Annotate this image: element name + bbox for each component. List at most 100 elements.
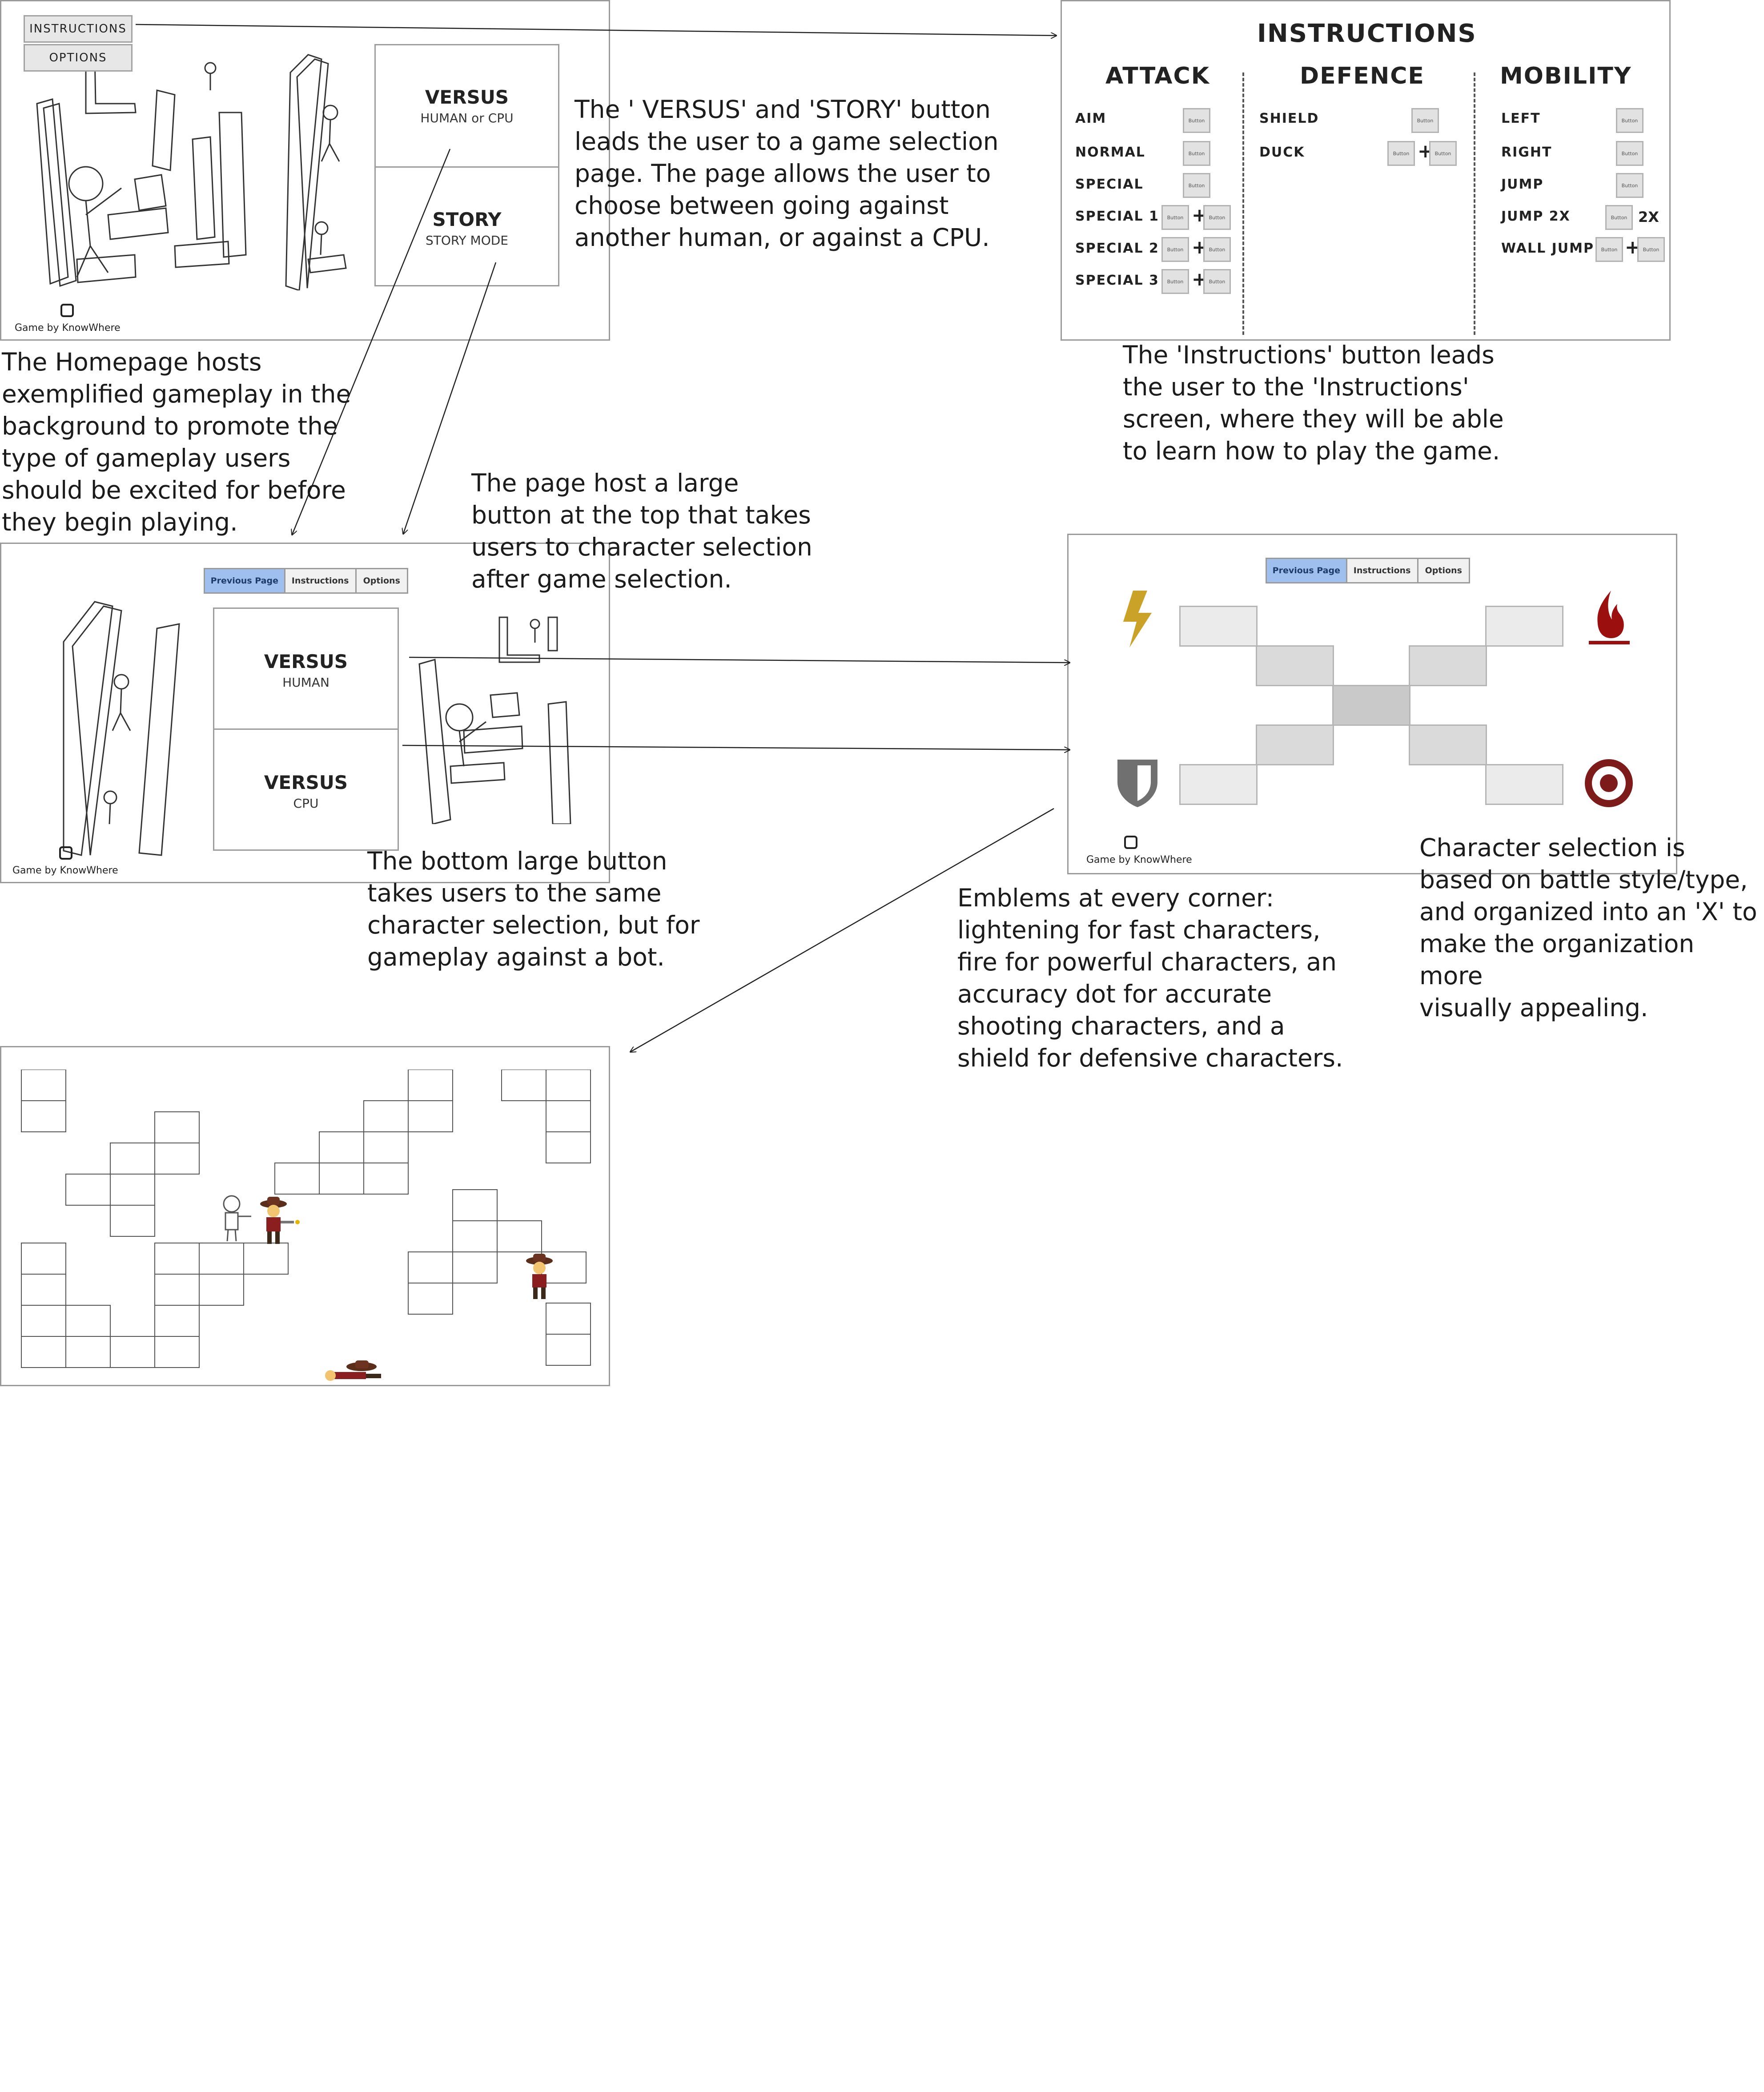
page-tabs: Previous Page Instructions Options (1266, 558, 1470, 583)
column-divider-2 (1474, 72, 1475, 335)
gameplay-frame (0, 1046, 610, 1386)
character-selection-frame: Previous Page Instructions Options Game … (1067, 534, 1677, 874)
tab-instructions[interactable]: Instructions (1347, 559, 1418, 582)
note-bottom-button: The bottom large button takes users to t… (367, 847, 700, 971)
background-gameplay-sketch-right (418, 616, 571, 824)
credit-text: Game by KnowWhere (12, 865, 118, 876)
background-gameplay-sketch-right (285, 54, 347, 290)
character-slot[interactable] (1179, 764, 1258, 805)
control-label-special-3: SPECIAL 3 (1075, 273, 1159, 288)
note-character-selection: Character selection is based on battle s… (1419, 833, 1757, 1022)
character-slot[interactable] (1332, 685, 1410, 726)
key-button[interactable]: Button (1616, 173, 1643, 198)
key-button[interactable]: Button (1183, 173, 1210, 198)
key-button[interactable]: Button (1161, 269, 1189, 294)
control-label-shield: SHIELD (1259, 111, 1319, 126)
times-two-label: 2X (1638, 209, 1659, 225)
tab-previous-page[interactable]: Previous Page (205, 569, 285, 592)
character-slot[interactable] (1409, 724, 1487, 765)
instructions-title: INSTRUCTIONS (1257, 19, 1477, 48)
background-gameplay-sketch (63, 601, 180, 856)
versus-button[interactable]: VERSUS HUMAN or CPU (374, 44, 559, 168)
control-label-duck: DUCK (1259, 145, 1305, 160)
note-versus-story: The ' VERSUS' and 'STORY' button leads t… (575, 95, 999, 252)
key-button[interactable]: Button (1203, 269, 1231, 294)
note-instructions: The 'Instructions' button leads the user… (1123, 341, 1504, 465)
key-button[interactable]: Button (1616, 141, 1643, 166)
control-label-special-1: SPECIAL 1 (1075, 209, 1159, 224)
key-button[interactable]: Button (1411, 108, 1439, 133)
control-label-aim: AIM (1075, 111, 1107, 126)
control-label-wall-jump: WALL JUMP (1501, 241, 1595, 256)
level-grid (21, 1070, 591, 1368)
key-button[interactable]: Button (1183, 108, 1210, 133)
versus-cpu-button[interactable]: VERSUS CPU (213, 728, 399, 851)
tab-options[interactable]: Options (356, 569, 407, 592)
control-label-normal: NORMAL (1075, 145, 1145, 160)
credit-text: Game by KnowWhere (1086, 854, 1192, 865)
lightning-icon (1123, 591, 1152, 648)
cowboy-character (526, 1254, 553, 1299)
background-gameplay-sketch (36, 53, 247, 287)
instructions-frame: INSTRUCTIONS ATTACK DEFENCE MOBILITY AIM… (1061, 0, 1671, 341)
key-button[interactable]: Button (1595, 237, 1623, 262)
column-divider-1 (1242, 72, 1244, 335)
page-tabs: Previous Page Instructions Options (204, 568, 408, 594)
character-slot[interactable] (1256, 645, 1334, 686)
sound-checkbox[interactable] (60, 304, 74, 317)
story-button[interactable]: STORY STORY MODE (374, 166, 559, 286)
story-title: STORY (432, 209, 502, 230)
outline-character (223, 1195, 251, 1242)
versus-cpu-subtitle: CPU (293, 796, 319, 811)
versus-human-button[interactable]: VERSUS HUMAN (213, 607, 399, 730)
tab-instructions[interactable]: Instructions (285, 569, 357, 592)
note-large-top-button: The page host a large button at the top … (471, 469, 812, 593)
versus-subtitle: HUMAN or CPU (420, 111, 514, 125)
homepage-frame: INSTRUCTIONS OPTIONS VERSUS HUMAN or CPU… (0, 0, 610, 341)
control-label-right: RIGHT (1501, 145, 1552, 160)
credit-text: Game by KnowWhere (15, 322, 121, 334)
key-button[interactable]: Button (1203, 205, 1231, 230)
control-label-special-2: SPECIAL 2 (1075, 241, 1159, 256)
fallen-cowboy-character (325, 1360, 381, 1381)
key-button[interactable]: Button (1161, 205, 1189, 230)
key-button[interactable]: Button (1637, 237, 1665, 262)
control-label-jump: JUMP (1501, 177, 1544, 192)
note-homepage: The Homepage hosts exemplified gameplay … (2, 348, 351, 536)
versus-cpu-title: VERSUS (264, 772, 348, 793)
versus-human-title: VERSUS (264, 651, 348, 672)
versus-title: VERSUS (425, 86, 509, 108)
character-slot[interactable] (1256, 724, 1334, 765)
sound-checkbox[interactable] (59, 846, 72, 860)
character-slot[interactable] (1485, 606, 1563, 647)
key-button[interactable]: Button (1183, 141, 1210, 166)
shield-icon (1117, 760, 1157, 807)
target-icon (1585, 759, 1633, 807)
game-selection-frame: Previous Page Instructions Options VERSU… (0, 543, 610, 883)
defence-heading: DEFENCE (1300, 63, 1425, 89)
key-button[interactable]: Button (1616, 108, 1643, 133)
key-button[interactable]: Button (1203, 237, 1231, 262)
note-emblems: Emblems at every corner: lightening for … (957, 884, 1343, 1072)
character-slot[interactable] (1179, 606, 1258, 647)
key-button[interactable]: Button (1605, 205, 1633, 230)
fire-icon (1589, 591, 1630, 644)
cowboy-character (260, 1197, 300, 1244)
key-button[interactable]: Button (1387, 141, 1415, 166)
sound-checkbox[interactable] (1124, 836, 1137, 849)
tab-previous-page[interactable]: Previous Page (1267, 559, 1347, 582)
story-subtitle: STORY MODE (425, 233, 509, 248)
control-label-left: LEFT (1501, 111, 1541, 126)
instructions-button[interactable]: INSTRUCTIONS (24, 15, 133, 43)
versus-human-subtitle: HUMAN (282, 675, 329, 690)
character-slot[interactable] (1409, 645, 1487, 686)
attack-heading: ATTACK (1105, 63, 1210, 89)
mobility-heading: MOBILITY (1500, 63, 1632, 89)
key-button[interactable]: Button (1429, 141, 1457, 166)
options-button[interactable]: OPTIONS (24, 44, 133, 72)
control-label-jump-2x: JUMP 2X (1501, 209, 1571, 224)
key-button[interactable]: Button (1161, 237, 1189, 262)
character-slot[interactable] (1485, 764, 1563, 805)
control-label-special: SPECIAL (1075, 177, 1144, 192)
tab-options[interactable]: Options (1418, 559, 1469, 582)
